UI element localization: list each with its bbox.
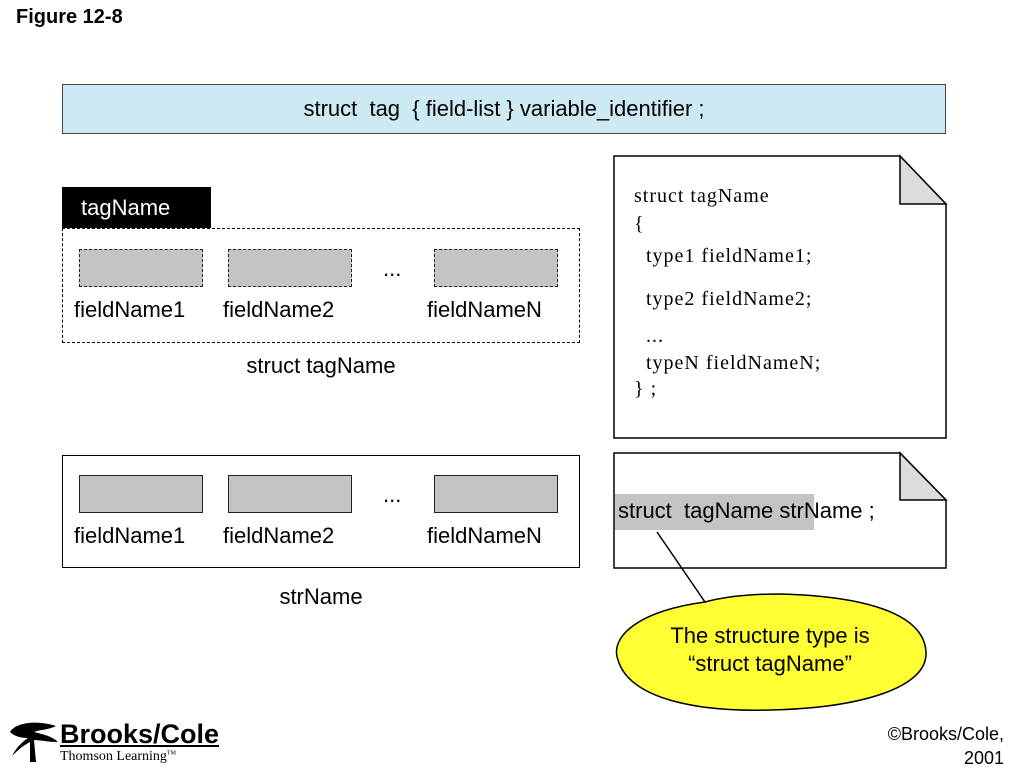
code-line-4: type2 fieldName2;: [634, 288, 813, 310]
template-field-label-1: fieldName1: [74, 297, 186, 322]
tag-name-text: tagName: [81, 194, 171, 220]
callout-bubble: [615, 531, 927, 711]
callout-line-2: “struct tagName”: [688, 651, 852, 676]
declaration-panel-fold: [899, 154, 948, 205]
variable-ellipsis: ...: [383, 482, 402, 507]
code-line-7: } ;: [634, 378, 658, 400]
template-field-2: [228, 249, 352, 287]
variable-field-1: [79, 475, 203, 513]
code-line-6: typeN fieldNameN;: [634, 352, 822, 374]
usage-panel-fold: [899, 451, 948, 501]
usage-rest: strName ;: [773, 498, 875, 523]
template-field-label-n: fieldNameN: [427, 297, 542, 322]
code-line-1: struct tagName: [634, 185, 770, 207]
trademark-mark: TM: [166, 750, 176, 757]
copyright-line-1: ©Brooks/Cole,: [887, 724, 1004, 744]
usage-line: struct tagName strName ;: [618, 498, 875, 524]
figure-title: Figure 12-8: [16, 6, 123, 28]
callout-line-1: The structure type is: [670, 623, 870, 648]
code-line-3: type1 fieldName1;: [634, 245, 813, 267]
usage-type-highlight: [615, 494, 814, 530]
template-field-label-2: fieldName2: [223, 297, 335, 322]
template-field-1: [79, 249, 203, 287]
template-caption: struct tagName: [246, 353, 396, 378]
variable-field-2: [228, 475, 352, 513]
tree-logo-icon: [10, 722, 58, 762]
tag-name-label: tagName: [62, 187, 211, 228]
copyright-line-2: 2001: [963, 748, 1004, 768]
copyright: ©Brooks/Cole, 2001: [804, 722, 1004, 770]
syntax-text: struct tag { field-list } variable_ident…: [303, 96, 705, 121]
callout-text: The structure type is “struct tagName”: [618, 622, 922, 678]
variable-field-n: [434, 475, 558, 513]
variable-field-label-2: fieldName2: [223, 523, 335, 548]
template-field-n: [434, 249, 558, 287]
code-line-5: ...: [634, 325, 664, 347]
code-line-2: {: [634, 213, 645, 235]
variable-field-label-1: fieldName1: [74, 523, 186, 548]
variable-field-label-n: fieldNameN: [427, 523, 542, 548]
publisher-subtitle: Thomson LearningTM: [60, 749, 176, 765]
template-ellipsis: ...: [383, 256, 402, 281]
struct-template-box: [62, 228, 580, 343]
variable-caption: strName: [279, 584, 363, 609]
usage-type-part: struct tagName: [618, 498, 774, 523]
syntax-banner: struct tag { field-list } variable_ident…: [62, 84, 946, 134]
publisher-name: Brooks/Cole: [60, 719, 220, 749]
publisher-subtitle-text: Thomson Learning: [60, 749, 167, 764]
variable-box: [62, 455, 580, 568]
declaration-panel: [613, 155, 947, 439]
